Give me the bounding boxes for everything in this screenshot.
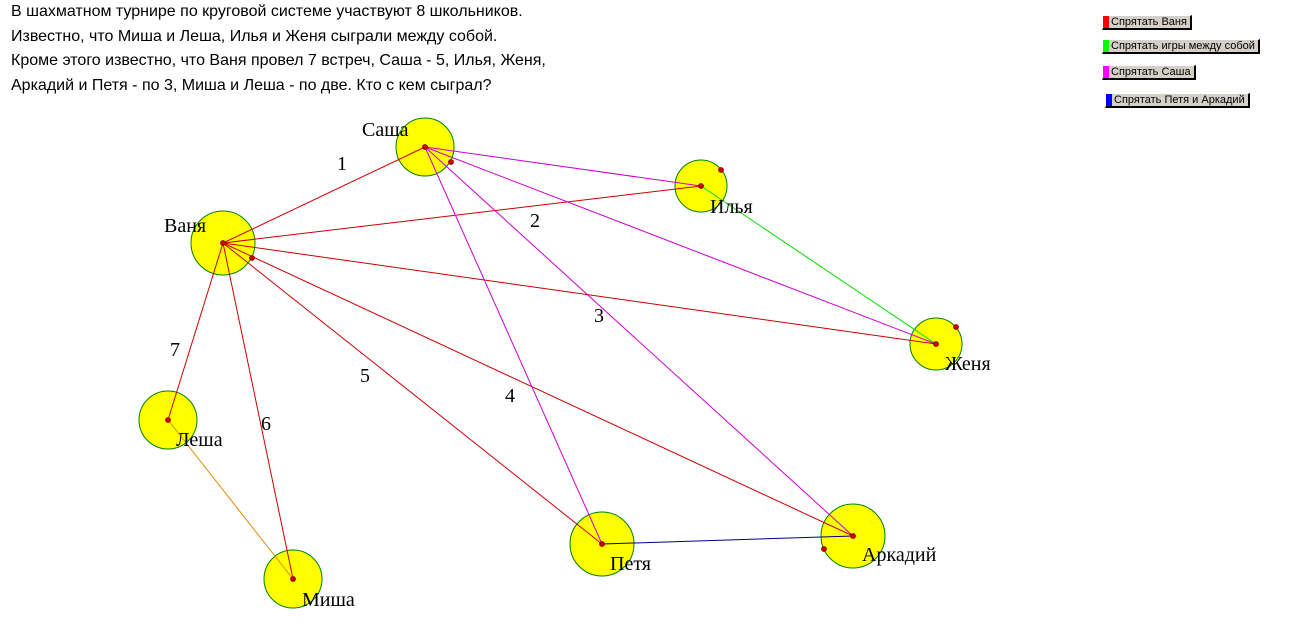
edge-sasha-arkadiy <box>424 146 854 537</box>
vertex-handle-dot <box>249 255 255 261</box>
vertex-center-dot <box>220 240 226 246</box>
vertex-handle-dot <box>718 167 724 173</box>
vertex-label-zhenya: Женя <box>945 353 991 375</box>
hide-sasha-button[interactable]: Спрятать Саша <box>1102 65 1196 80</box>
vertex-handle-dot <box>448 159 454 165</box>
edge-petya-arkadiy <box>601 535 854 545</box>
vertex-label-sasha: Саша <box>362 119 409 141</box>
edge-vanya-lesha <box>167 242 224 421</box>
vertex-center-dot <box>165 417 171 423</box>
vertex-center-dot <box>422 144 428 150</box>
edges <box>167 146 937 580</box>
edge-label: 6 <box>261 413 271 435</box>
edge-ilya-zhenya <box>700 185 937 345</box>
vertex-label-petya: Петя <box>610 553 651 575</box>
vertex-center-dot <box>850 533 856 539</box>
edge-lesha-misha <box>167 419 294 580</box>
color-swatch <box>1106 94 1112 106</box>
problem-line-1: В шахматном турнире по круговой системе … <box>11 3 523 20</box>
button-label: Спрятать игры между собой <box>1111 40 1255 52</box>
hide-petya-arkadiy-button[interactable]: Спрятать Петя и Аркадий <box>1105 93 1250 108</box>
problem-line-2: Известно, что Миша и Леша, Илья и Женя с… <box>11 27 498 45</box>
hide-vanya-button[interactable]: Спрятать Ваня <box>1102 15 1192 30</box>
edge-vanya-arkadiy <box>222 242 854 537</box>
vertex-label-misha: Миша <box>302 589 355 611</box>
edge-vanya-petya <box>222 242 603 545</box>
edge-vanya-zhenya <box>222 242 937 345</box>
color-swatch <box>1103 16 1109 28</box>
hide-mutual-games-button[interactable]: Спрятать игры между собой <box>1102 39 1260 54</box>
vertices <box>138 117 963 609</box>
edge-label: 2 <box>530 210 540 232</box>
edge-sasha-ilya <box>424 146 702 187</box>
button-label: Спрятать Саша <box>1111 66 1191 78</box>
edge-labels: 1 2 3 4 5 6 7 <box>170 153 604 435</box>
problem-line-4: Аркадий и Петя - по 3, Миша и Леша - по … <box>11 76 492 94</box>
vertex-center-dot <box>290 576 296 582</box>
edge-vanya-ilya <box>222 185 702 244</box>
vertex-label-ilya: Илья <box>710 196 753 218</box>
vertex-center-dot <box>698 183 704 189</box>
edge-label: 1 <box>337 153 347 175</box>
edge-vanya-sasha <box>222 146 426 244</box>
vertex-handle-dot <box>821 546 827 552</box>
problem-text: В шахматном турнире по круговой системе … <box>11 0 711 98</box>
color-swatch <box>1103 66 1109 78</box>
vertex-label-vanya: Ваня <box>164 215 206 237</box>
button-label: Спрятать Петя и Аркадий <box>1114 94 1245 106</box>
edge-label: 5 <box>360 365 370 387</box>
vertex-label-arkadiy: Аркадий <box>862 544 937 566</box>
edge-label: 3 <box>594 305 604 327</box>
edge-vanya-misha <box>222 242 294 580</box>
vertex-label-lesha: Леша <box>176 429 223 451</box>
problem-line-3: Кроме этого известно, что Ваня провел 7 … <box>11 52 546 69</box>
vertex-center-dot <box>599 541 605 547</box>
button-label: Спрятать Ваня <box>1111 16 1187 28</box>
vertex-center-dot <box>933 341 939 347</box>
vertex-handle-dot <box>953 324 959 330</box>
edge-sasha-zhenya <box>424 146 937 345</box>
color-swatch <box>1103 40 1109 52</box>
edge-label: 7 <box>170 339 180 361</box>
edge-sasha-petya <box>424 146 603 545</box>
edge-label: 4 <box>505 385 515 407</box>
